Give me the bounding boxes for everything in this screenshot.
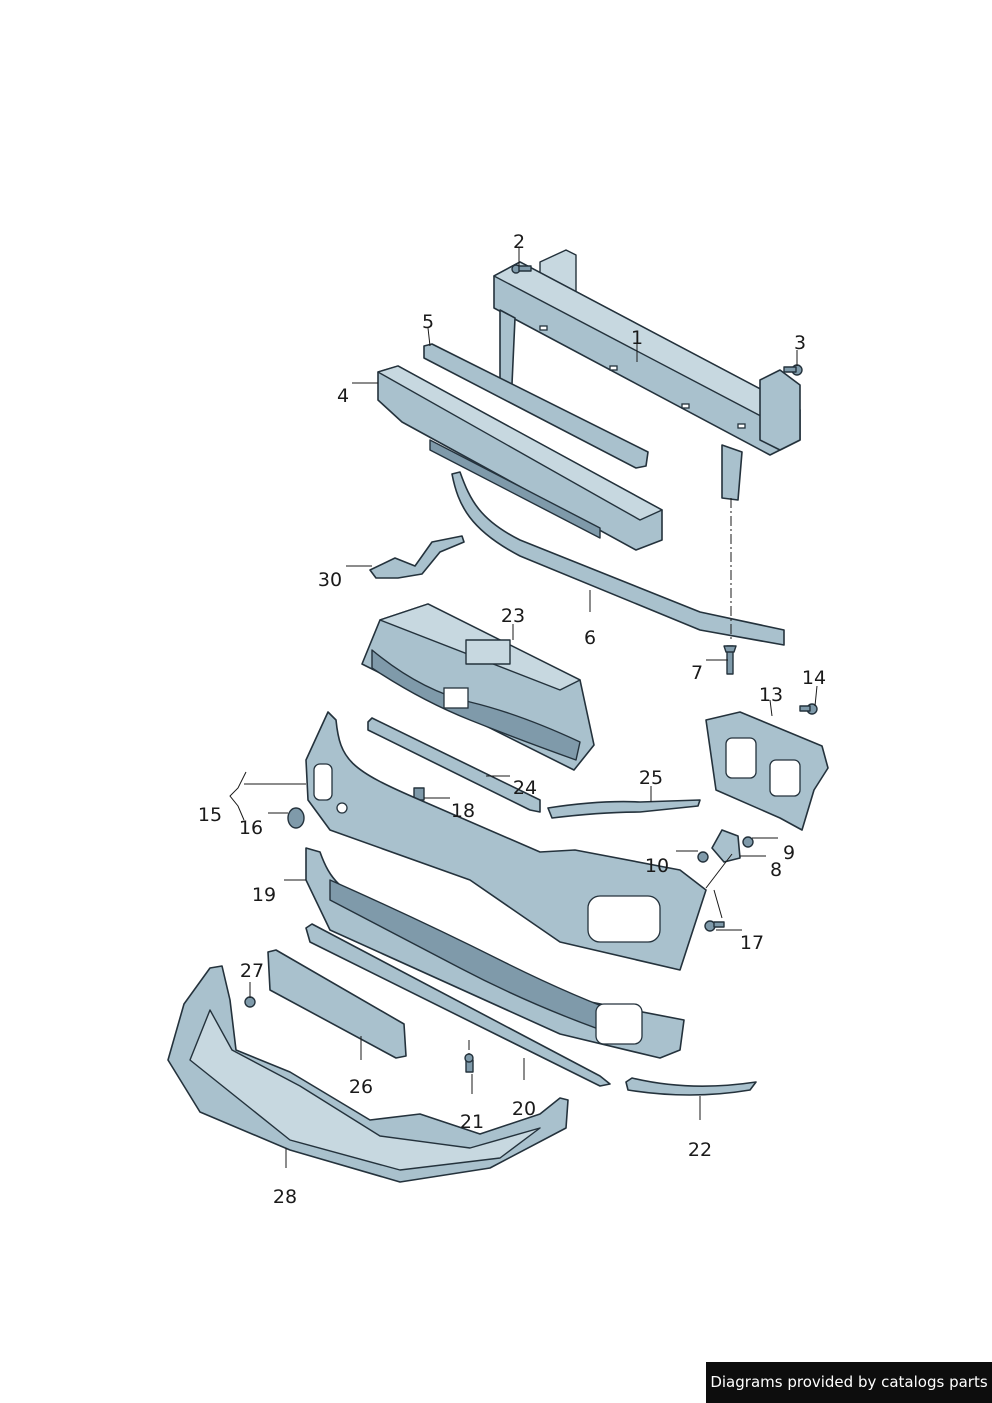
part-15-bumper-cover bbox=[305, 711, 707, 971]
callout-21: 21 bbox=[460, 1111, 484, 1133]
part-4-energy-absorber bbox=[377, 365, 663, 551]
part-6-air-deflector bbox=[451, 471, 785, 646]
callout-19: 19 bbox=[252, 884, 276, 906]
part-22-trim bbox=[625, 1077, 757, 1096]
part-2-screw bbox=[511, 264, 532, 274]
callout-22: 22 bbox=[688, 1139, 712, 1161]
part-21-bolt bbox=[464, 1053, 474, 1073]
part-25-trim-strip bbox=[547, 799, 701, 819]
callout-25: 25 bbox=[639, 767, 663, 789]
part-1-reinforcement-beam bbox=[493, 249, 801, 501]
callout-3: 3 bbox=[794, 332, 806, 354]
part-10-nut bbox=[697, 851, 709, 863]
attribution-text: Diagrams provided by catalogs parts bbox=[710, 1373, 988, 1391]
callout-17: 17 bbox=[740, 932, 764, 954]
part-19-lower-grille bbox=[305, 847, 685, 1059]
part-3-screw bbox=[783, 364, 803, 376]
callout-15: 15 bbox=[198, 804, 222, 826]
callout-13: 13 bbox=[759, 684, 783, 706]
attribution-bar: Diagrams provided by catalogs parts bbox=[706, 1362, 992, 1403]
part-5-upper-strip bbox=[423, 343, 649, 469]
callout-6: 6 bbox=[584, 627, 596, 649]
callout-9: 9 bbox=[783, 842, 795, 864]
callout-10: 10 bbox=[645, 855, 669, 877]
callout-4: 4 bbox=[337, 385, 349, 407]
part-14-screw bbox=[799, 703, 818, 715]
callout-7: 7 bbox=[691, 662, 703, 684]
part-16-cap bbox=[287, 807, 305, 829]
part-24-grille-trim bbox=[367, 717, 541, 813]
callout-27: 27 bbox=[240, 960, 264, 982]
callout-20: 20 bbox=[512, 1098, 536, 1120]
part-20-lower-strip bbox=[305, 923, 611, 1087]
callout-28: 28 bbox=[273, 1186, 297, 1208]
part-13-fog-lamp-bracket bbox=[705, 711, 829, 831]
part-27-screw bbox=[244, 996, 256, 1008]
part-8-guide-bracket bbox=[711, 829, 741, 863]
callout-2: 2 bbox=[513, 231, 525, 253]
part-9-screw bbox=[742, 836, 754, 848]
callout-24: 24 bbox=[513, 777, 537, 799]
callout-1: 1 bbox=[631, 327, 643, 349]
callout-18: 18 bbox=[451, 800, 475, 822]
callout-23: 23 bbox=[501, 605, 525, 627]
callout-30: 30 bbox=[318, 569, 342, 591]
part-17-screw bbox=[704, 920, 725, 932]
callout-5: 5 bbox=[422, 311, 434, 333]
part-26-license-plate-bracket bbox=[267, 949, 407, 1059]
part-23-radiator-grille bbox=[361, 603, 595, 771]
part-28-lower-spoiler bbox=[167, 965, 569, 1183]
callout-16: 16 bbox=[239, 817, 263, 839]
callout-8: 8 bbox=[770, 859, 782, 881]
callout-14: 14 bbox=[802, 667, 826, 689]
callout-26: 26 bbox=[349, 1076, 373, 1098]
part-30-bracket bbox=[369, 535, 465, 579]
